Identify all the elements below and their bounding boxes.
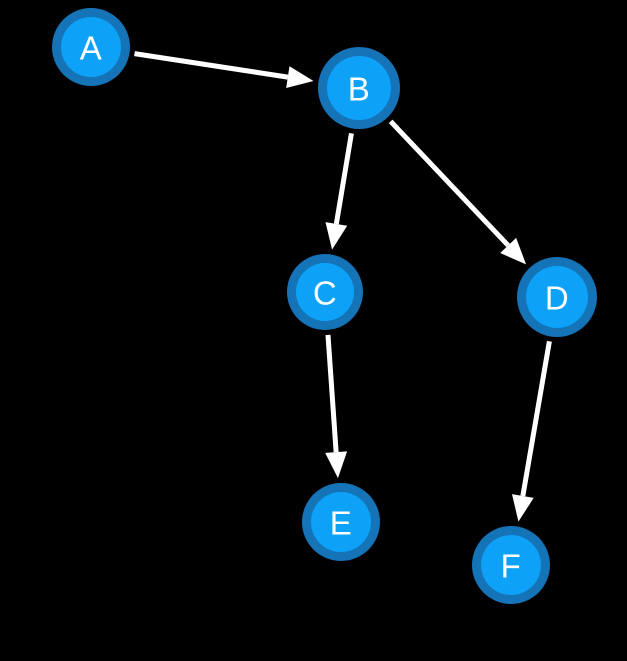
- edge-b-to-d[interactable]: [388, 119, 527, 265]
- node-e[interactable]: E: [302, 483, 380, 561]
- node-fill: [311, 492, 371, 552]
- edge-line: [388, 119, 510, 248]
- arrowhead-icon: [325, 222, 348, 250]
- node-fill: [296, 263, 354, 321]
- edge-line: [134, 51, 289, 80]
- edge-line: [325, 334, 339, 453]
- edge-c-to-e[interactable]: [325, 334, 348, 479]
- arrowhead-icon: [500, 237, 527, 265]
- edge-b-to-c[interactable]: [325, 132, 354, 250]
- node-fill: [61, 17, 121, 77]
- node-fill: [526, 266, 588, 328]
- node-c[interactable]: C: [287, 254, 363, 330]
- nodes-layer: A B C D E F: [52, 8, 597, 604]
- node-a[interactable]: A: [52, 8, 130, 86]
- edge-d-to-f[interactable]: [512, 340, 552, 522]
- node-b[interactable]: B: [318, 47, 400, 129]
- node-fill: [481, 535, 541, 595]
- node-fill: [327, 56, 391, 120]
- edge-line: [333, 132, 354, 225]
- node-f[interactable]: F: [472, 526, 550, 604]
- node-d[interactable]: D: [517, 257, 597, 337]
- edge-line: [520, 340, 552, 497]
- edge-a-to-b[interactable]: [134, 51, 314, 88]
- edges-layer: [134, 51, 552, 522]
- arrowhead-icon: [286, 66, 314, 88]
- arrowhead-icon: [325, 451, 348, 479]
- arrowhead-icon: [512, 494, 534, 522]
